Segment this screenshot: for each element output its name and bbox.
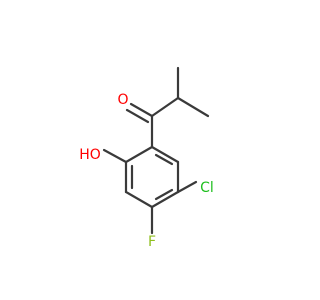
- bond-ring-4: [124, 190, 154, 209]
- bond-carbonyl-double-a: [129, 102, 154, 118]
- bond-ring-inner-2: [154, 188, 174, 201]
- bond-ring-3: [150, 190, 180, 209]
- bond-hydroxyl: [102, 148, 128, 164]
- atom-label-oxygen: O: [117, 92, 128, 108]
- bond-isopropyl-carbonyl: [150, 96, 180, 118]
- atom-label-fluorine: F: [148, 234, 156, 250]
- bond-chlorine: [176, 180, 198, 194]
- bond-ring-inner-1: [154, 153, 174, 166]
- structure-canvas: O HO Cl F: [79, 66, 214, 250]
- bond-group: [102, 66, 210, 235]
- bond-carbonyl-double-b: [125, 108, 150, 124]
- molecule-structure: O HO Cl F: [79, 66, 214, 250]
- bond-ring-1: [150, 145, 180, 164]
- atom-label-chlorine: Cl: [200, 180, 214, 196]
- bond-ring-6: [124, 145, 154, 164]
- atom-label-hydroxyl: HO: [79, 147, 101, 163]
- bond-methyl-right: [176, 96, 210, 118]
